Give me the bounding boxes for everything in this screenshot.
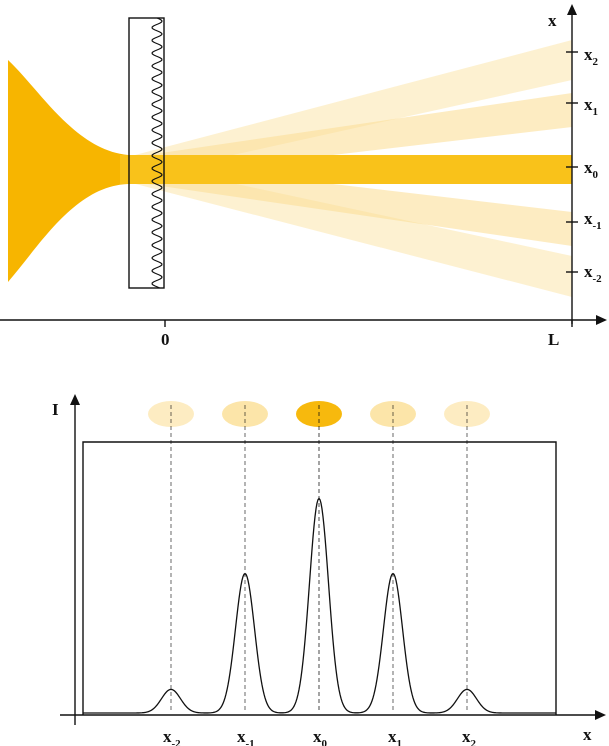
peak-label-minus-1: x-1: [237, 727, 255, 746]
screen-axis-arrow: [567, 4, 577, 15]
peak-label-main: x: [237, 727, 246, 746]
diffraction-spots: [148, 401, 490, 427]
order-label-2: x2: [584, 45, 599, 68]
order-label-sub: -1: [593, 220, 602, 232]
order-label-main: x: [584, 45, 593, 64]
svg-text:x0: x0: [584, 158, 599, 181]
svg-text:x2: x2: [462, 727, 477, 746]
svg-text:x1: x1: [584, 95, 598, 118]
order-label-sub: 2: [593, 56, 599, 68]
order-label-main: x: [584, 262, 593, 281]
diffracted-beams: [120, 40, 572, 297]
peak-label-main: x: [388, 727, 397, 746]
beam-order-minus-2: [120, 159, 572, 297]
top-horizontal-axis-arrow: [596, 315, 607, 325]
order-label-main: x: [584, 209, 593, 228]
grating-frame: [128, 17, 165, 289]
order-label-0: x0: [584, 158, 599, 181]
peak-label-sub: 2: [471, 738, 477, 746]
order-label-sub: 0: [593, 169, 599, 181]
peak-label-2: x2: [462, 727, 477, 746]
peak-label-1: x1: [388, 727, 402, 746]
incoming-beam: [8, 60, 128, 282]
order-label-minus-2: x-2: [584, 262, 602, 285]
svg-text:x-2: x-2: [584, 262, 602, 285]
svg-text:x2: x2: [584, 45, 599, 68]
peak-label-sub: -1: [246, 738, 255, 746]
svg-text:x-2: x-2: [163, 727, 181, 746]
peak-label-sub: -2: [172, 738, 182, 746]
top-panel: x 0 L x2 x1 x0 x-1 x-2: [0, 4, 607, 349]
peak-label-main: x: [163, 727, 172, 746]
peak-label-minus-2: x-2: [163, 727, 181, 746]
peak-label-main: x: [313, 727, 322, 746]
order-label-1: x1: [584, 95, 598, 118]
position-axis-label: x: [583, 725, 592, 744]
screen-axis-ticks: [566, 51, 578, 273]
order-label-main: x: [584, 95, 593, 114]
grating-wave: [151, 17, 163, 289]
peak-guides: [170, 405, 468, 713]
intensity-axis-label: I: [52, 400, 59, 419]
svg-text:x-1: x-1: [584, 209, 602, 232]
peak-label-main: x: [462, 727, 471, 746]
position-axis-arrow: [595, 710, 606, 720]
order-label-main: x: [584, 158, 593, 177]
beam-order-0: [120, 155, 572, 184]
screen-axis-label: x: [548, 11, 557, 30]
origin-label: 0: [161, 330, 170, 349]
peak-label-0: x0: [313, 727, 328, 746]
svg-text:x-1: x-1: [237, 727, 255, 746]
bottom-panel: I x x-2 x-1 x0 x1 x2: [52, 394, 606, 746]
order-label-minus-1: x-1: [584, 209, 602, 232]
svg-text:x1: x1: [388, 727, 402, 746]
peak-label-sub: 0: [322, 738, 328, 746]
plot-frame: [82, 441, 557, 715]
screen-distance-label: L: [548, 330, 559, 349]
intensity-axis-arrow: [70, 394, 80, 405]
order-label-sub: 1: [593, 106, 599, 118]
peak-label-sub: 1: [397, 738, 403, 746]
svg-text:x0: x0: [313, 727, 328, 746]
intensity-curve: [83, 497, 556, 714]
order-label-sub: -2: [593, 273, 603, 285]
